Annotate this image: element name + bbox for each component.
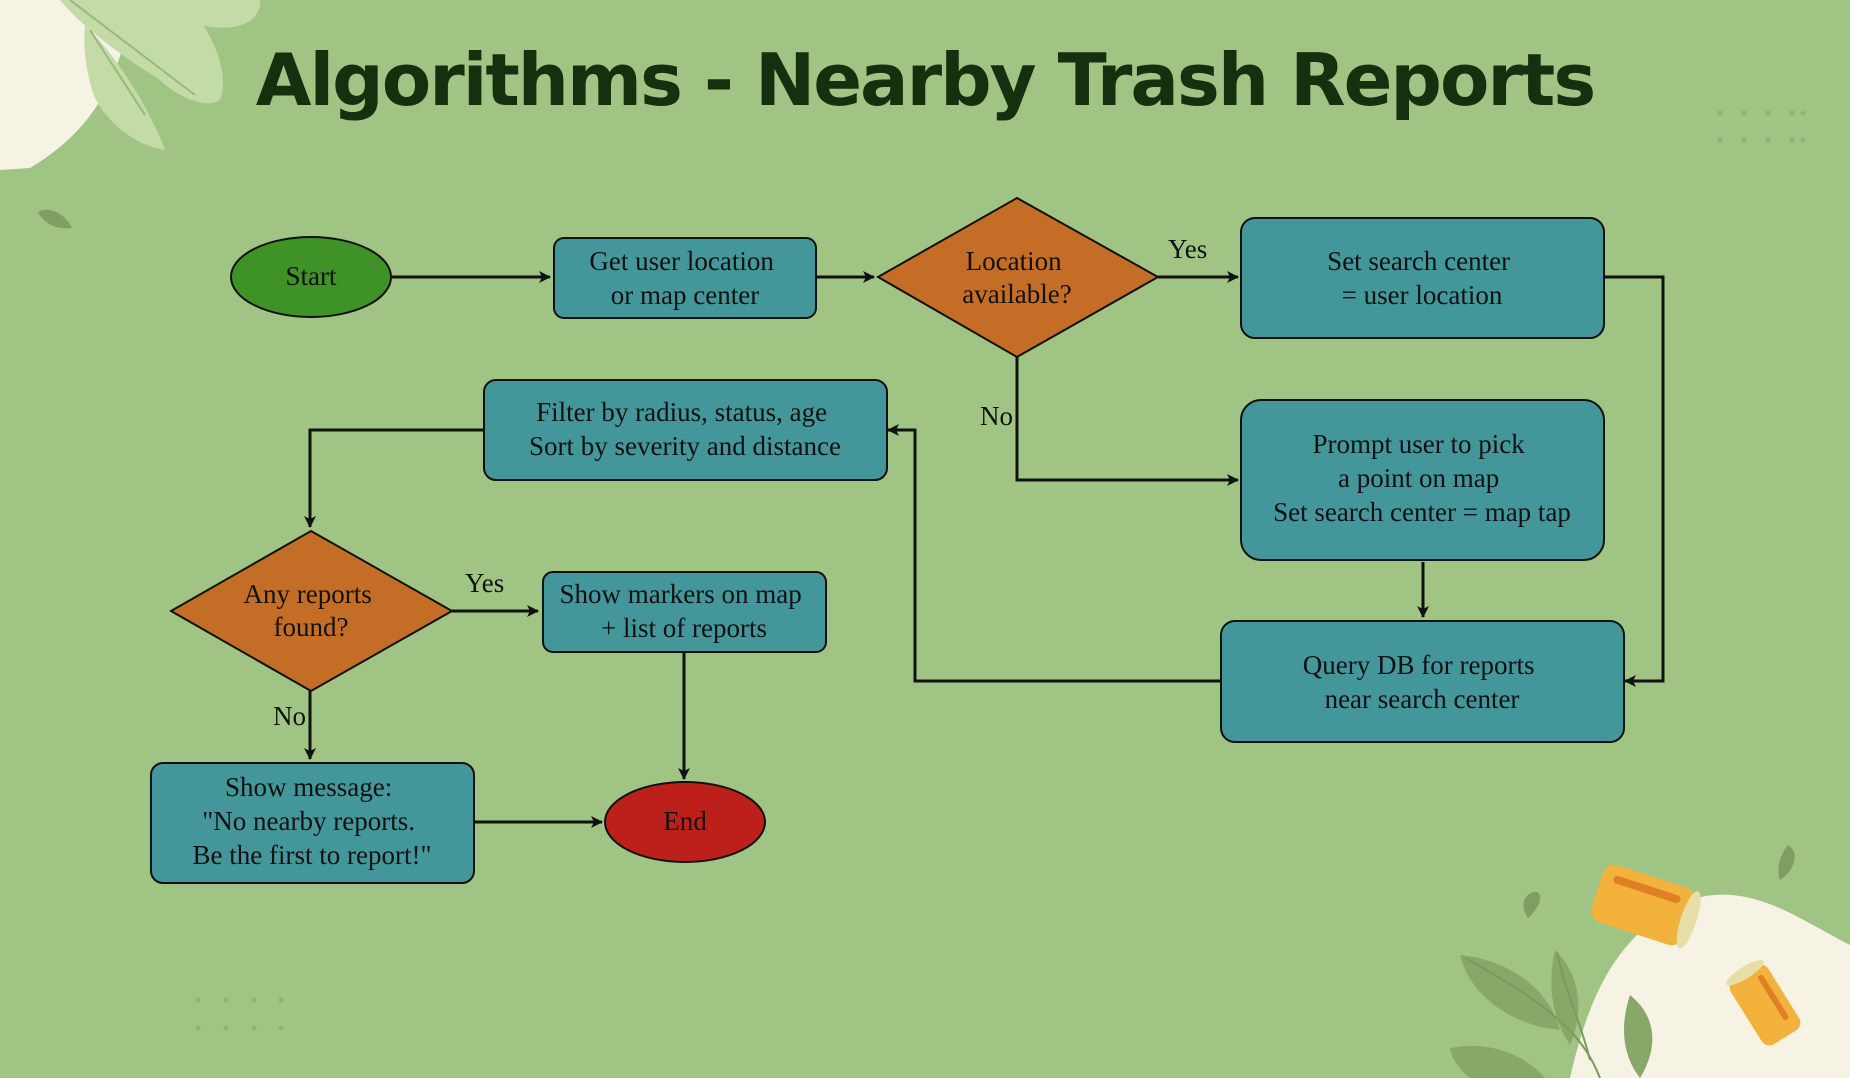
node-get-location-line: Get user location xyxy=(589,246,774,276)
node-prompt-user-line: Prompt user to pick xyxy=(1313,429,1526,459)
svg-text:Start: Start xyxy=(286,261,337,291)
svg-text:Filter by radius, status, age: Filter by radius, status, age Sort by se… xyxy=(529,397,841,461)
node-location-available-line: Location xyxy=(966,246,1062,276)
node-end-line: End xyxy=(663,806,707,836)
small-leaf xyxy=(1778,845,1795,880)
can-icon xyxy=(1591,864,1701,949)
svg-text:Set search center = user: Set search center = user location xyxy=(1327,246,1517,310)
node-start-line: Start xyxy=(286,261,337,291)
svg-text:Get user location or map: Get user location or map center xyxy=(589,246,780,310)
node-show-markers-line: Show markers on map xyxy=(560,579,802,609)
node-show-markers-line: + list of reports xyxy=(601,613,767,643)
node-set-search-center-line: = user location xyxy=(1342,280,1503,310)
node-any-reports-line: Any reports xyxy=(244,579,372,609)
top-left-leaf xyxy=(60,0,261,150)
node-show-message-line: "No nearby reports. xyxy=(202,806,415,836)
node-prompt-user-line: Set search center = map tap xyxy=(1273,497,1571,527)
can-icon xyxy=(1725,960,1801,1046)
node-filter-sort-line: Sort by severity and distance xyxy=(529,431,841,461)
node-show-message: Show message: "No nearby reports. Be the… xyxy=(150,762,475,884)
node-filter-sort: Filter by radius, status, age Sort by se… xyxy=(483,379,888,481)
node-set-search-center: Set search center = user location xyxy=(1240,217,1605,339)
svg-text:End: End xyxy=(663,806,707,836)
node-show-markers: Show markers on map + list of reports xyxy=(542,571,827,653)
node-any-reports: Any reports found? xyxy=(168,529,455,693)
dot-grid xyxy=(195,110,1806,1031)
node-get-location: Get user location or map center xyxy=(553,237,817,319)
small-leaf xyxy=(38,209,72,229)
node-show-message-line: Show message: xyxy=(225,772,392,802)
node-prompt-user-line: a point on map xyxy=(1338,463,1499,493)
node-start: Start xyxy=(230,236,392,318)
node-get-location-line: or map center xyxy=(611,280,759,310)
node-show-message-line: Be the first to report!" xyxy=(193,840,432,870)
edge-filter-to-any-reports xyxy=(304,428,483,528)
node-any-reports-line: found? xyxy=(274,612,349,642)
page-title: Algorithms - Nearby Trash Reports xyxy=(255,38,1596,122)
top-left-blob xyxy=(0,0,135,170)
node-query-db: Query DB for reports near search center xyxy=(1220,620,1625,743)
node-query-db-line: near search center xyxy=(1325,684,1520,714)
label-reports-no: No xyxy=(273,701,306,731)
svg-text:Show markers on map + li: Show markers on map + list of reports xyxy=(560,579,809,643)
label-reports-yes: Yes xyxy=(465,568,504,598)
node-query-db-line: Query DB for reports xyxy=(1303,650,1535,680)
label-location-yes: Yes xyxy=(1168,234,1207,264)
node-location-available-line: available? xyxy=(962,279,1071,309)
node-prompt-user: Prompt user to pick a point on map Set s… xyxy=(1240,399,1605,561)
edge-location-no xyxy=(1015,357,1239,486)
svg-text:Location available?: Location available? xyxy=(962,246,1071,309)
edge-query-to-filter xyxy=(887,424,1221,683)
node-location-available: Location available? xyxy=(875,196,1161,359)
node-filter-sort-line: Filter by radius, status, age xyxy=(536,397,827,427)
bottom-right-plant xyxy=(1450,950,1653,1078)
svg-text:Query DB for reports nea: Query DB for reports near search center xyxy=(1303,650,1541,714)
svg-text:Prompt user to pick a po: Prompt user to pick a point on map Set s… xyxy=(1273,429,1571,527)
node-set-search-center-line: Set search center xyxy=(1327,246,1510,276)
svg-text:Any reports found?: Any reports found? xyxy=(244,579,379,642)
edge-set-center-to-query xyxy=(1603,275,1665,687)
small-leaf xyxy=(1523,891,1541,918)
svg-text:Show message: "No nearby: Show message: "No nearby reports. Be the… xyxy=(193,772,432,870)
node-end: End xyxy=(604,781,766,863)
label-location-no: No xyxy=(980,401,1013,431)
